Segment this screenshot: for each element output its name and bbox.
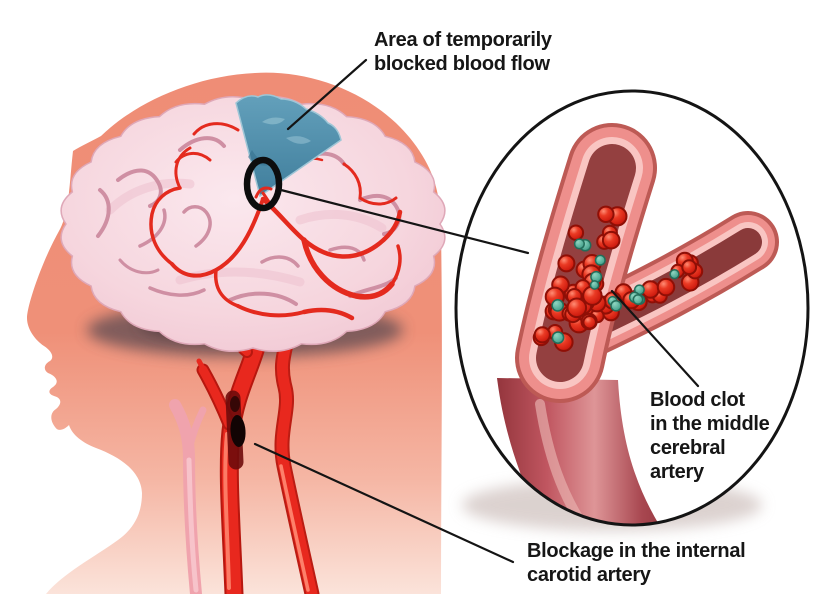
blood-clot-cells <box>532 205 704 352</box>
inset-border <box>454 89 810 527</box>
label-line: Area of temporarily <box>374 29 552 51</box>
label-blood-clot: Blood clot in the middle cerebral artery <box>650 388 770 484</box>
label-carotid-blockage: Blockage in the internal carotid artery <box>527 539 746 587</box>
leader-blocked-flow <box>286 58 368 131</box>
artery-cross-section <box>497 123 779 525</box>
label-line: cerebral <box>650 437 726 459</box>
ischemic-area <box>235 94 342 198</box>
label-line: carotid artery <box>527 564 651 586</box>
artery-blockage <box>230 415 246 447</box>
brain-arteries <box>149 122 403 321</box>
pale-neck-vessel <box>169 399 207 594</box>
label-line: Blockage in the internal <box>527 540 746 562</box>
brain-gyri <box>96 136 402 306</box>
leader-lines <box>253 58 700 564</box>
leader-carotid-blockage <box>253 442 515 564</box>
leader-to-inset <box>279 188 530 255</box>
label-line: in the middle <box>650 413 770 435</box>
leader-blood-clot <box>610 289 700 388</box>
external-carotid-artery <box>274 327 320 594</box>
label-line: blocked blood flow <box>374 53 550 75</box>
label-area-blocked-flow: Area of temporarily blocked blood flow <box>374 28 552 76</box>
mca-branch-in-ring <box>254 186 273 204</box>
blockage-site-circle <box>243 156 283 212</box>
label-line: Blood clot <box>650 389 745 411</box>
label-line: artery <box>650 461 704 483</box>
brain-illustration <box>60 95 446 353</box>
magnified-view <box>454 89 810 531</box>
